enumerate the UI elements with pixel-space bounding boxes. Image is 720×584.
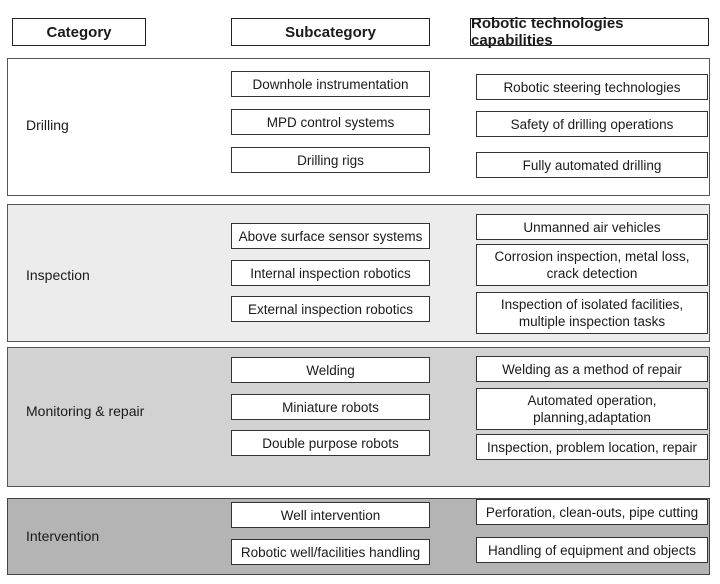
- category-intervention: Intervention: [26, 528, 100, 544]
- header-subcategory: Subcategory: [231, 18, 430, 46]
- capability-unmanned-air-vehicles: Unmanned air vehicles: [476, 214, 708, 240]
- capability-automated-operation: Automated operation, planning,adaptation: [476, 388, 708, 430]
- subcategory-drilling-rigs: Drilling rigs: [231, 147, 430, 173]
- category-drilling: Drilling: [26, 117, 69, 133]
- capability-perforation: Perforation, clean-outs, pipe cutting: [476, 499, 708, 525]
- subcategory-internal-inspection: Internal inspection robotics: [231, 260, 430, 286]
- header-category: Category: [12, 18, 146, 46]
- capability-corrosion-inspection: Corrosion inspection, metal loss, crack …: [476, 244, 708, 286]
- capability-welding-repair: Welding as a method of repair: [476, 356, 708, 382]
- capability-drilling-safety: Safety of drilling operations: [476, 111, 708, 137]
- subcategory-double-purpose-robots: Double purpose robots: [231, 430, 430, 456]
- subcategory-well-facilities-handling: Robotic well/facilities handling: [231, 539, 430, 565]
- capability-inspection-repair: Inspection, problem location, repair: [476, 434, 708, 460]
- subcategory-well-intervention: Well intervention: [231, 502, 430, 528]
- capability-isolated-facilities: Inspection of isolated facilities, multi…: [476, 292, 708, 334]
- subcategory-above-surface-sensors: Above surface sensor systems: [231, 223, 430, 249]
- subcategory-miniature-robots: Miniature robots: [231, 394, 430, 420]
- subcategory-downhole-instrumentation: Downhole instrumentation: [231, 71, 430, 97]
- category-monitoring-repair: Monitoring & repair: [26, 403, 145, 419]
- capability-robotic-steering: Robotic steering technologies: [476, 74, 708, 100]
- capability-handling-equipment: Handling of equipment and objects: [476, 537, 708, 563]
- header-capabilities: Robotic technologies capabilities: [470, 15, 709, 49]
- subcategory-external-inspection: External inspection robotics: [231, 296, 430, 322]
- category-inspection: Inspection: [26, 267, 90, 283]
- capability-automated-drilling: Fully automated drilling: [476, 152, 708, 178]
- subcategory-mpd-control-systems: MPD control systems: [231, 109, 430, 135]
- subcategory-welding: Welding: [231, 357, 430, 383]
